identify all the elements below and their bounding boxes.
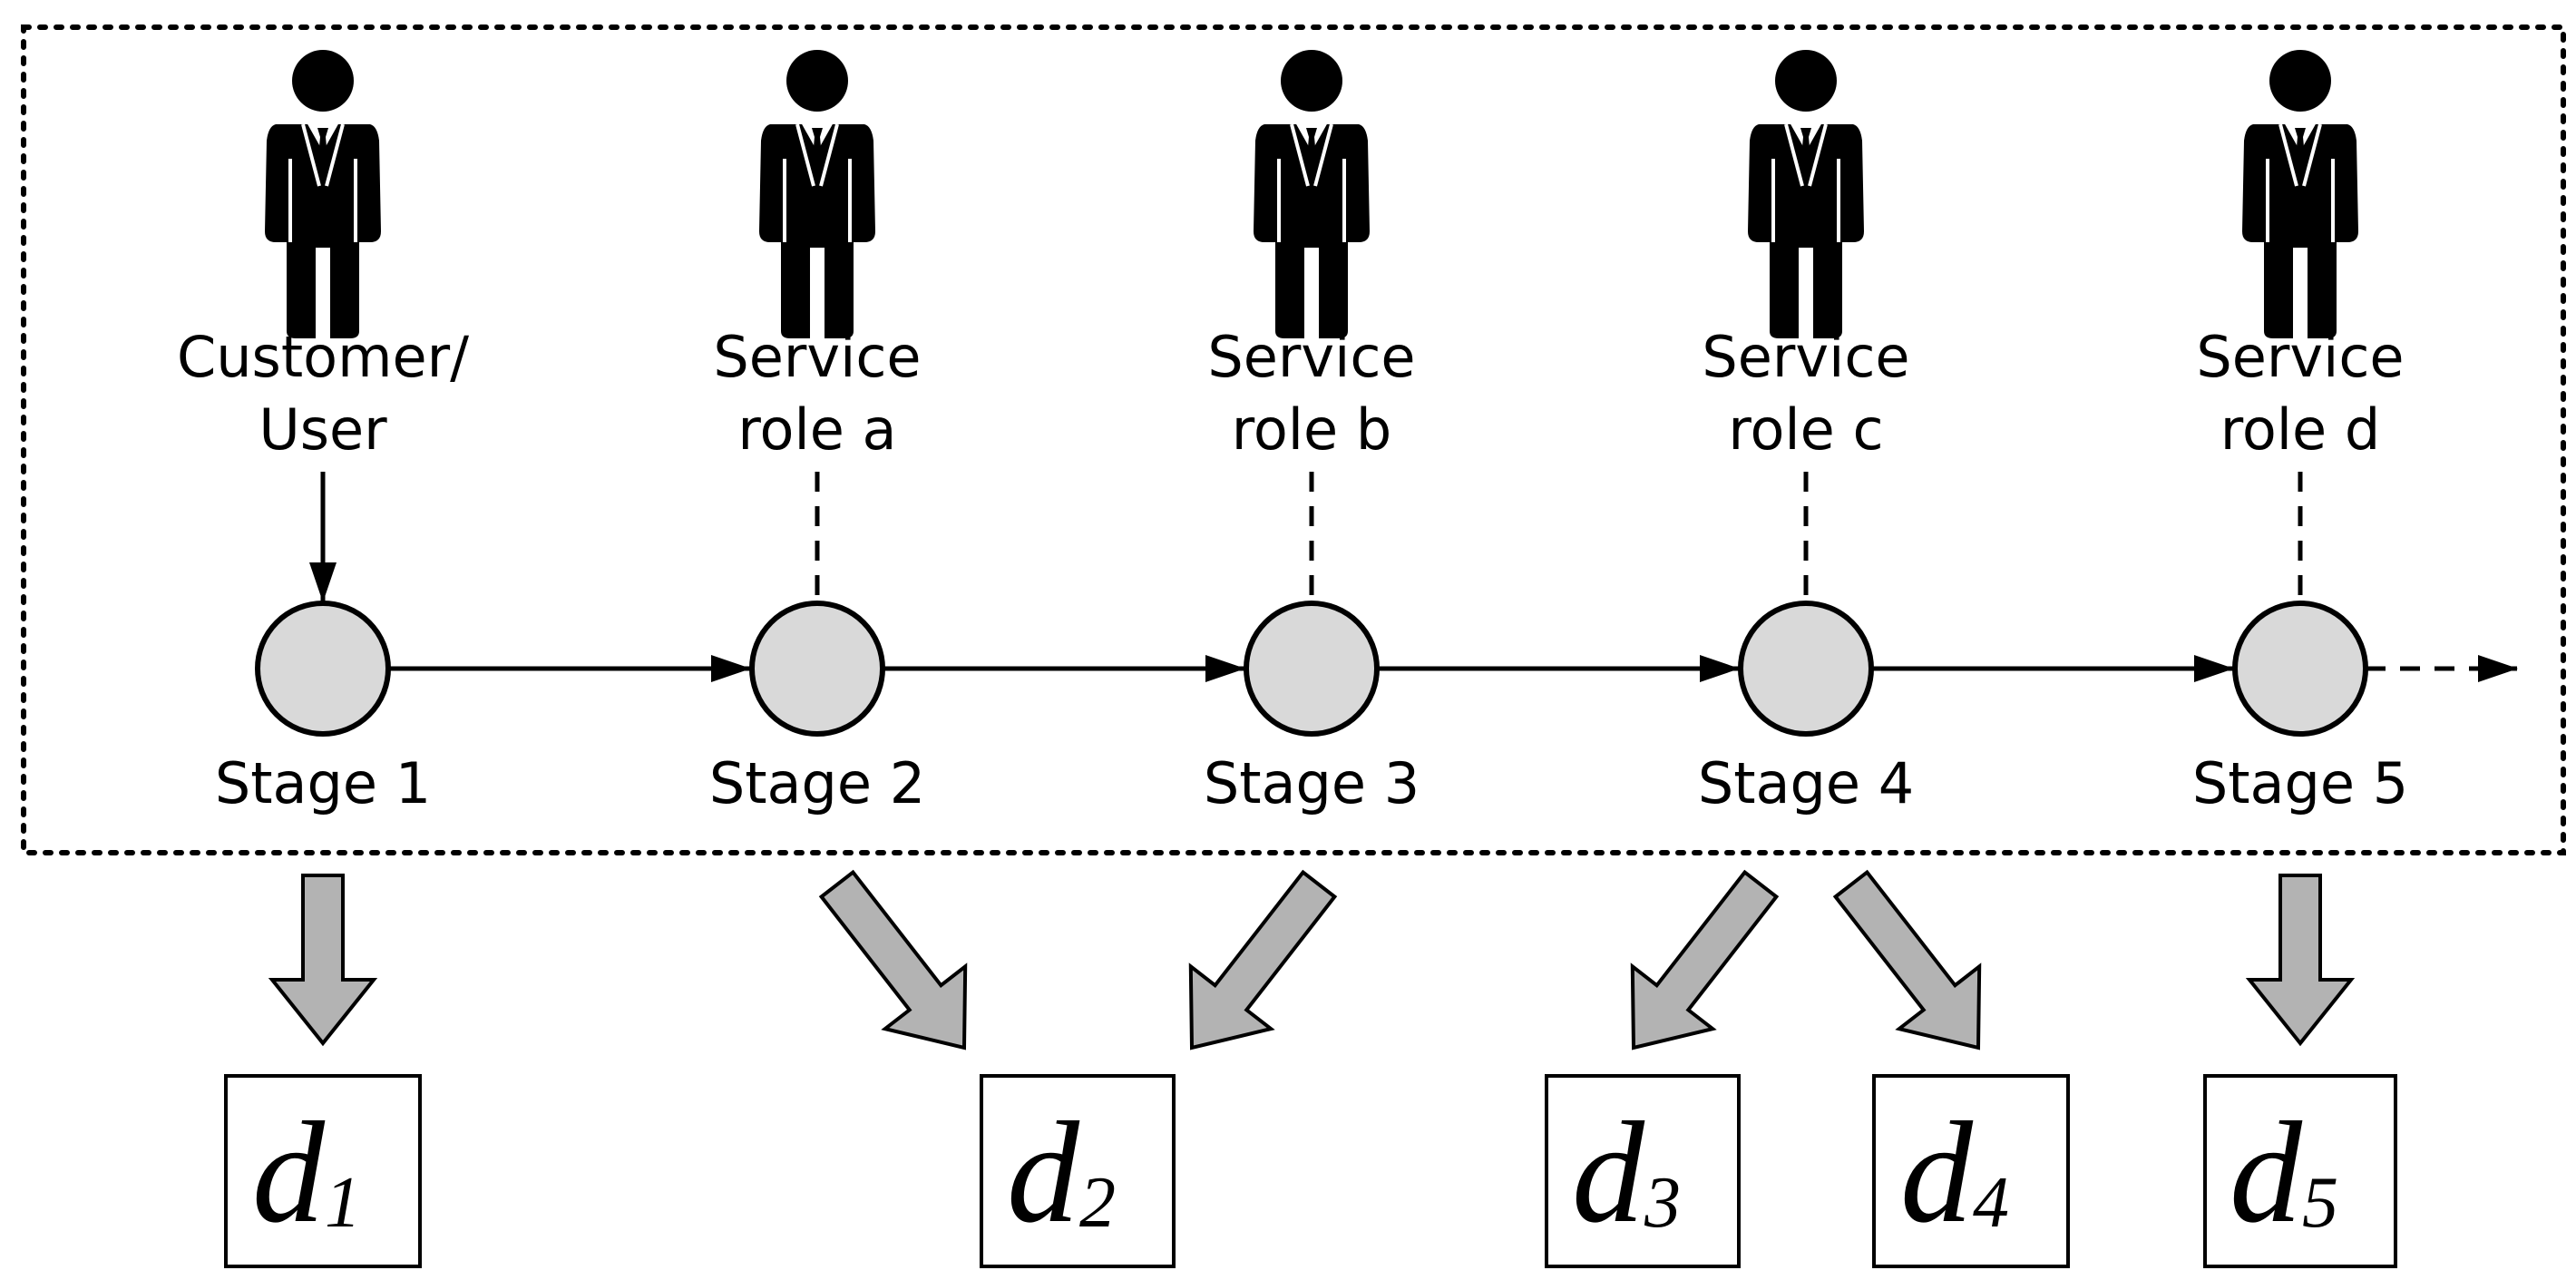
actor-1: Customer/User <box>177 50 469 602</box>
output-box <box>224 1074 422 1268</box>
stage-1: Stage 1 <box>215 601 431 816</box>
actor-label-line: role b <box>1232 396 1392 463</box>
output-symbol-main: d <box>1007 1091 1080 1253</box>
output-box <box>1872 1074 2070 1268</box>
output-symbol: d2 <box>1007 1091 1116 1253</box>
output-symbol: d1 <box>252 1091 361 1253</box>
stage-4: Stage 4 <box>1698 601 1914 816</box>
output-block-arrow <box>268 874 378 1047</box>
output-symbol-main: d <box>2230 1091 2303 1253</box>
output-symbol-subscript: 3 <box>1644 1163 1681 1243</box>
actor-label-line: Service <box>1207 324 1415 390</box>
output-symbol-subscript: 1 <box>325 1163 361 1243</box>
stage-2: Stage 2 <box>709 601 925 816</box>
output-box <box>1545 1074 1741 1268</box>
output-block-arrow <box>2245 874 2356 1047</box>
output-4: d4 <box>1872 1074 2070 1268</box>
person-in-suit-icon <box>263 50 383 340</box>
output-symbol-main: d <box>252 1091 326 1253</box>
output-box <box>2203 1074 2397 1268</box>
stage-label: Stage 4 <box>1698 750 1914 816</box>
stage-label: Stage 3 <box>1204 750 1420 816</box>
output-symbol: d4 <box>1900 1091 2009 1253</box>
output-block-arrow <box>1188 869 1338 1050</box>
stage-node <box>749 601 885 737</box>
actor-label-line: Service <box>2196 324 2404 390</box>
output-arrows-layer <box>268 869 2356 1050</box>
output-symbol: d5 <box>2230 1091 2338 1253</box>
output-3: d3 <box>1545 1074 1741 1268</box>
output-block-arrow <box>818 869 968 1050</box>
output-block-arrow <box>1630 869 1780 1050</box>
stages-layer: Stage 1 Stage 2 Stage 3 Stage 4 Stage 5 <box>215 601 2408 816</box>
stage-node <box>2232 601 2368 737</box>
output-symbol-subscript: 2 <box>1079 1163 1116 1243</box>
stage-node <box>1738 601 1874 737</box>
actor-label-line: role d <box>2220 396 2381 463</box>
actor-label-line: Service <box>713 324 921 390</box>
stage-3: Stage 3 <box>1204 601 1420 816</box>
output-1: d1 <box>224 1074 422 1268</box>
output-symbol-subscript: 5 <box>2302 1163 2338 1243</box>
person-in-suit-icon <box>2240 50 2360 340</box>
actor-label-line: role a <box>737 396 896 463</box>
stage-5: Stage 5 <box>2192 601 2408 816</box>
person-in-suit-icon <box>757 50 877 340</box>
stage-label: Stage 5 <box>2192 750 2408 816</box>
output-2: d2 <box>980 1074 1176 1268</box>
actor-label-line: User <box>259 396 387 463</box>
output-block-arrow <box>1832 869 1982 1050</box>
person-in-suit-icon <box>1746 50 1866 340</box>
output-symbol-main: d <box>1572 1091 1645 1253</box>
actor-label-line: Service <box>1702 324 1909 390</box>
output-5: d5 <box>2203 1074 2397 1268</box>
output-box <box>980 1074 1176 1268</box>
output-symbol-main: d <box>1900 1091 1974 1253</box>
stage-node <box>255 601 391 737</box>
stage-label: Stage 2 <box>709 750 925 816</box>
actor-label-line: Customer/ <box>177 324 469 390</box>
stage-label: Stage 1 <box>215 750 431 816</box>
output-symbol-subscript: 4 <box>1973 1163 2009 1243</box>
person-in-suit-icon <box>1252 50 1371 340</box>
actor-label-line: role c <box>1728 396 1883 463</box>
stage-node <box>1244 601 1380 737</box>
process-boundary <box>21 24 2566 855</box>
output-symbol: d3 <box>1572 1091 1681 1253</box>
